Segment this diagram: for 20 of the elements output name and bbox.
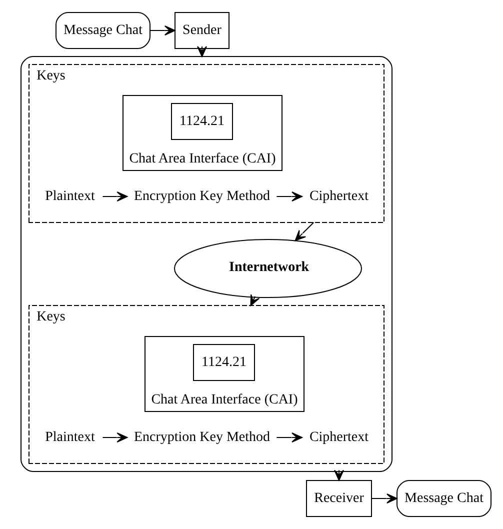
arrow [294,222,314,242]
node-text: Encryption Key Method [133,430,270,446]
node-box: 1124.21 [192,344,254,381]
arrow [149,26,175,36]
arrow [102,432,128,442]
node-box: Message Chat [396,480,491,517]
arrow [250,294,260,306]
arrow [370,494,397,504]
node-text: Ciphertext [308,430,368,446]
node-box: Message Chat [55,12,150,49]
node-text: Ciphertext [308,189,368,204]
arrow [102,192,128,202]
node-text: Encryption Key Method [133,189,270,204]
node-box: 1124.21 [170,103,232,140]
arrow [276,192,302,202]
cluster [20,56,392,472]
node-text: Plaintext [44,189,94,204]
node-text: Plaintext [44,430,94,446]
arrow [276,432,302,442]
node-box: Receiver [306,480,372,517]
